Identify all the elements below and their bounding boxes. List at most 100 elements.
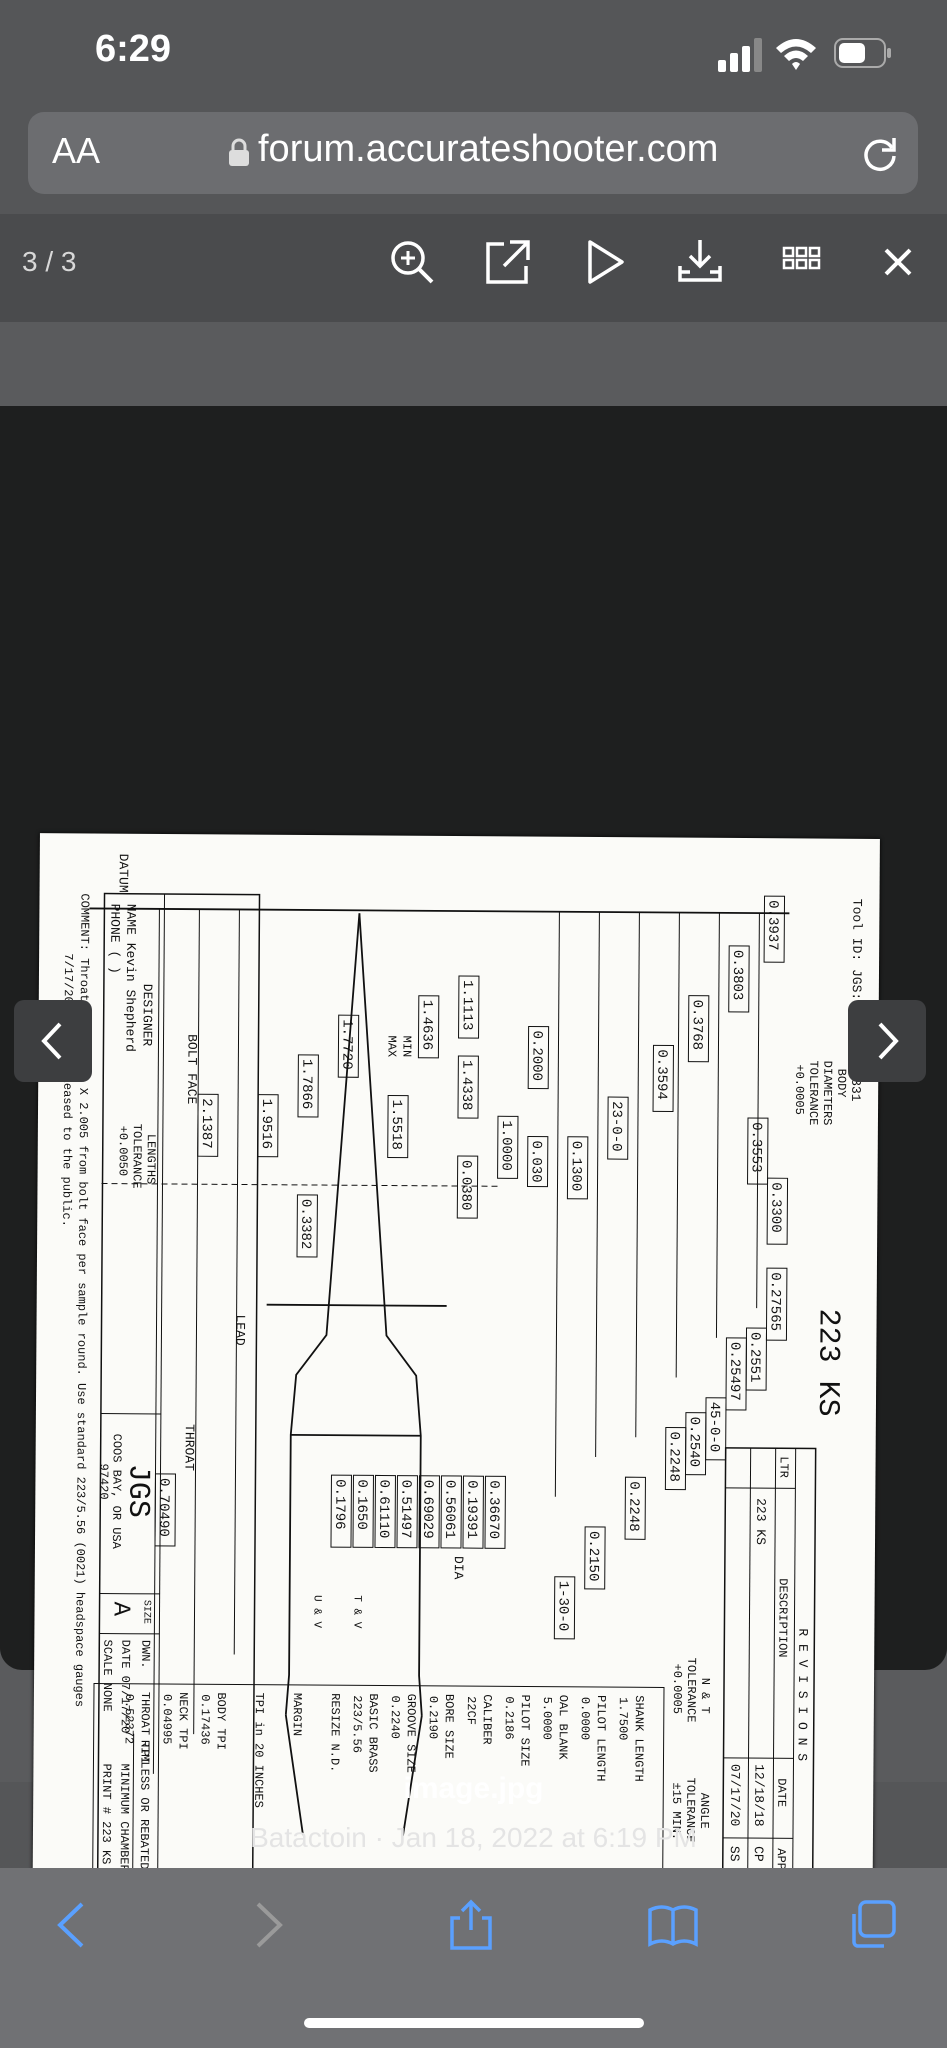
svg-text:0.3382: 0.3382 (297, 1199, 313, 1250)
battery-icon (834, 38, 891, 68)
grid-icon[interactable] (776, 236, 828, 288)
url-text[interactable]: forum.accurateshooter.com (258, 128, 719, 170)
svg-text:COOS BAY, OR USA: COOS BAY, OR USA (109, 1434, 124, 1550)
svg-text:0.1300: 0.1300 (567, 1141, 583, 1192)
svg-text:TOLERANCE: TOLERANCE (683, 1778, 697, 1843)
svg-text:0.0380: 0.0380 (457, 1160, 473, 1211)
bookmarks-icon[interactable] (646, 1898, 700, 1952)
svg-text:12/18/18: 12/18/18 (751, 1764, 766, 1827)
lock-icon (229, 138, 249, 166)
spec-label: PILOT LENGTH (593, 1695, 608, 1782)
svg-text:1.7866: 1.7866 (298, 1059, 314, 1110)
svg-text:TOLERANCE: TOLERANCE (129, 1124, 143, 1189)
chevron-left-icon (41, 1022, 62, 1060)
svg-text:0.27565: 0.27565 (766, 1272, 782, 1331)
svg-text:1.1113: 1.1113 (459, 980, 475, 1031)
svg-text:0.2000: 0.2000 (528, 1030, 544, 1081)
play-icon[interactable] (578, 236, 630, 288)
svg-text:1.7720: 1.7720 (338, 1019, 354, 1070)
svg-text:0.2150: 0.2150 (585, 1531, 601, 1582)
drawing-labels: BOLT FACE DATUM LEAD THROAT DIA U & V T … (116, 854, 466, 1629)
chamber-profile (89, 907, 790, 1836)
svg-text:BOLT FACE: BOLT FACE (184, 1034, 199, 1105)
previous-image-button[interactable] (14, 1000, 92, 1082)
svg-text:DATUM: DATUM (116, 854, 131, 893)
spec-value: 0.0000 (578, 1697, 592, 1740)
spec-value: 0.04995 (160, 1694, 174, 1745)
svg-text:DIAMETERS: DIAMETERS (820, 1061, 834, 1126)
svg-text:0.030: 0.030 (528, 1140, 544, 1182)
svg-text:SIZE: SIZE (140, 1600, 151, 1624)
svg-text:ANGLE: ANGLE (697, 1793, 711, 1829)
drawing-title: 223 KS (810, 1308, 845, 1416)
spec-value: 0.2190 (426, 1696, 440, 1739)
svg-text:PRINT # 223 KS: PRINT # 223 KS (99, 1764, 114, 1865)
svg-text:45-0-0: 45-0-0 (706, 1402, 722, 1453)
download-icon[interactable] (674, 236, 726, 288)
svg-text:DATE 07/17/20: DATE 07/17/20 (118, 1640, 133, 1734)
svg-text:07/17/20: 07/17/20 (727, 1764, 742, 1827)
svg-text:TOLERANCE: TOLERANCE (684, 1658, 698, 1723)
spec-label: PILOT SIZE (517, 1694, 532, 1766)
next-image-button[interactable] (848, 1000, 926, 1082)
spec-label: SHANK LENGTH (631, 1695, 646, 1782)
svg-text:TOLERANCE: TOLERANCE (806, 1060, 820, 1125)
svg-text:+0.0005: +0.0005 (792, 1064, 806, 1115)
status-time: 6:29 (95, 28, 172, 70)
spec-label: NECK TPI (176, 1692, 190, 1750)
svg-text:0.69029: 0.69029 (419, 1480, 435, 1539)
svg-text:0.51497: 0.51497 (397, 1480, 413, 1539)
reader-options-button[interactable]: AA (52, 130, 101, 171)
spec-value: 5.0000 (540, 1697, 554, 1740)
share-icon[interactable] (444, 1898, 498, 1952)
svg-text:CP: CP (751, 1846, 766, 1862)
svg-text:MAX: MAX (384, 1035, 398, 1057)
nt-tolerance: N & T TOLERANCE +0.0005 (670, 1658, 712, 1723)
svg-text:JGS: JGS (120, 1464, 154, 1518)
svg-text:DATE: DATE (774, 1778, 788, 1807)
forward-icon[interactable] (240, 1898, 294, 1952)
svg-text:0.1650: 0.1650 (353, 1479, 369, 1530)
svg-text:LEAD: LEAD (232, 1314, 247, 1346)
image-meta: Batactoin · Jan 18, 2022 at 6:19 PM (250, 1822, 697, 1853)
svg-text:1.4338: 1.4338 (458, 1060, 474, 1111)
spec-value: 0.2186 (502, 1696, 516, 1739)
spec-label: BASIC BRASS (365, 1693, 380, 1772)
address-bar[interactable] (28, 112, 918, 194)
spec-value: 0.52372 (122, 1694, 136, 1745)
svg-text:1-30-0: 1-30-0 (554, 1581, 570, 1632)
body-dimensions: 0.3937 0.3803 0.3768 0.3594 0.3553 0.330… (553, 895, 789, 1640)
svg-text:97420: 97420 (96, 1463, 110, 1499)
open-external-icon[interactable] (482, 236, 534, 288)
svg-text:0.3768: 0.3768 (688, 1000, 704, 1051)
svg-text:SCALE NONE: SCALE NONE (100, 1640, 115, 1712)
svg-text:0.3300: 0.3300 (767, 1182, 783, 1233)
spec-label: GROOVE SIZE (403, 1694, 418, 1773)
svg-text:0.2248: 0.2248 (665, 1431, 681, 1482)
svg-text:BODY: BODY (834, 1069, 848, 1098)
svg-text:1.0000: 1.0000 (498, 1120, 514, 1171)
svg-text:0.3553: 0.3553 (748, 1122, 764, 1173)
spec-label: CALIBER (480, 1694, 494, 1745)
svg-text:±15 MIN.: ±15 MIN. (669, 1782, 683, 1840)
back-icon[interactable] (46, 1898, 100, 1952)
spec-label: BORE SIZE (442, 1694, 456, 1759)
title-block: DESIGNER NAME Kevin Shepherd PHONE ( ) L… (96, 892, 261, 1916)
svg-text:23-0-0: 23-0-0 (608, 1101, 624, 1152)
tabs-icon[interactable] (846, 1898, 900, 1952)
zoom-in-icon[interactable] (386, 236, 438, 288)
spec-label: BODY TPI (214, 1692, 228, 1750)
spec-value: 0.2240 (388, 1696, 402, 1739)
reload-icon[interactable] (858, 132, 902, 176)
svg-text:DESCRIPTION: DESCRIPTION (775, 1578, 790, 1657)
svg-text:N & T: N & T (698, 1678, 712, 1714)
chevron-right-icon (878, 1022, 899, 1060)
svg-text:R E V I S I O N S: R E V I S I O N S (794, 1628, 810, 1761)
svg-text:223 KS: 223 KS (753, 1498, 768, 1545)
svg-text:0.3937: 0.3937 (764, 900, 780, 951)
angle-tolerance: ANGLE TOLERANCE ±15 MIN. (669, 1778, 711, 1843)
close-icon[interactable] (872, 236, 924, 288)
svg-text:1.9516: 1.9516 (258, 1099, 274, 1150)
length-dimensions: 1.1113 1.4636 MIN MAX 1.7720 1.7866 1.95… (197, 975, 589, 1258)
